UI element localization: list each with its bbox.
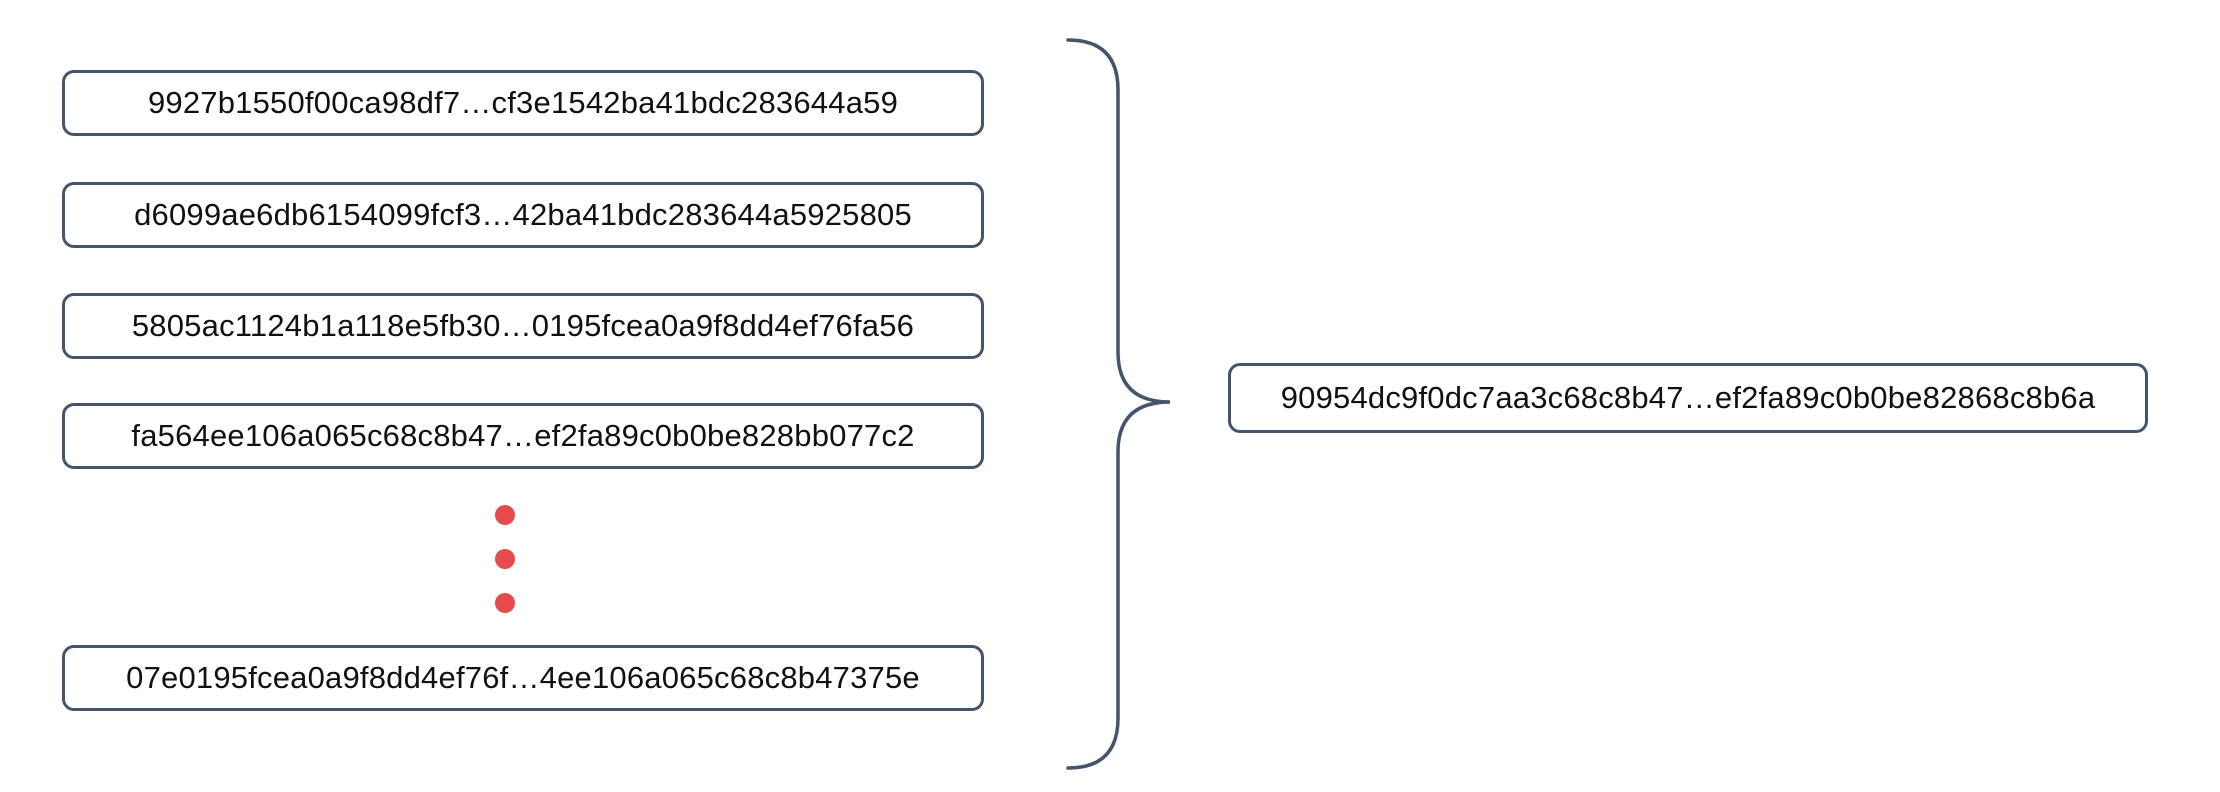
hash-box-result: 90954dc9f0dc7aa3c68c8b47…ef2fa89c0b0be82… [1228, 363, 2148, 433]
hash-text-3: 5805ac1124b1a118e5fb30…0195fcea0a9f8dd4e… [131, 308, 915, 343]
hash-text-2: d6099ae6db6154099fcf3…42ba41bdc283644a59… [134, 197, 912, 232]
hash-box-2: d6099ae6db6154099fcf3…42ba41bdc283644a59… [62, 182, 984, 248]
hash-box-4: fa564ee106a065c68c8b47…ef2fa89c0b0be828b… [62, 403, 984, 469]
hash-text-5: 07e0195fcea0a9f8dd4ef76f…4ee106a065c68c8… [126, 660, 920, 695]
hash-box-5: 07e0195fcea0a9f8dd4ef76f…4ee106a065c68c8… [62, 645, 984, 711]
hash-box-1: 9927b1550f00ca98df7…cf3e1542ba41bdc28364… [62, 70, 984, 136]
ellipsis-dot [495, 593, 515, 613]
hash-box-3: 5805ac1124b1a118e5fb30…0195fcea0a9f8dd4e… [62, 293, 984, 359]
hash-text-4: fa564ee106a065c68c8b47…ef2fa89c0b0be828b… [131, 418, 915, 453]
ellipsis-dot [495, 549, 515, 569]
ellipsis-dot [495, 505, 515, 525]
vertical-ellipsis-icon [495, 505, 515, 613]
hash-text-result: 90954dc9f0dc7aa3c68c8b47…ef2fa89c0b0be82… [1280, 380, 2096, 415]
hash-text-1: 9927b1550f00ca98df7…cf3e1542ba41bdc28364… [147, 85, 899, 120]
curly-brace-icon [1066, 38, 1171, 770]
